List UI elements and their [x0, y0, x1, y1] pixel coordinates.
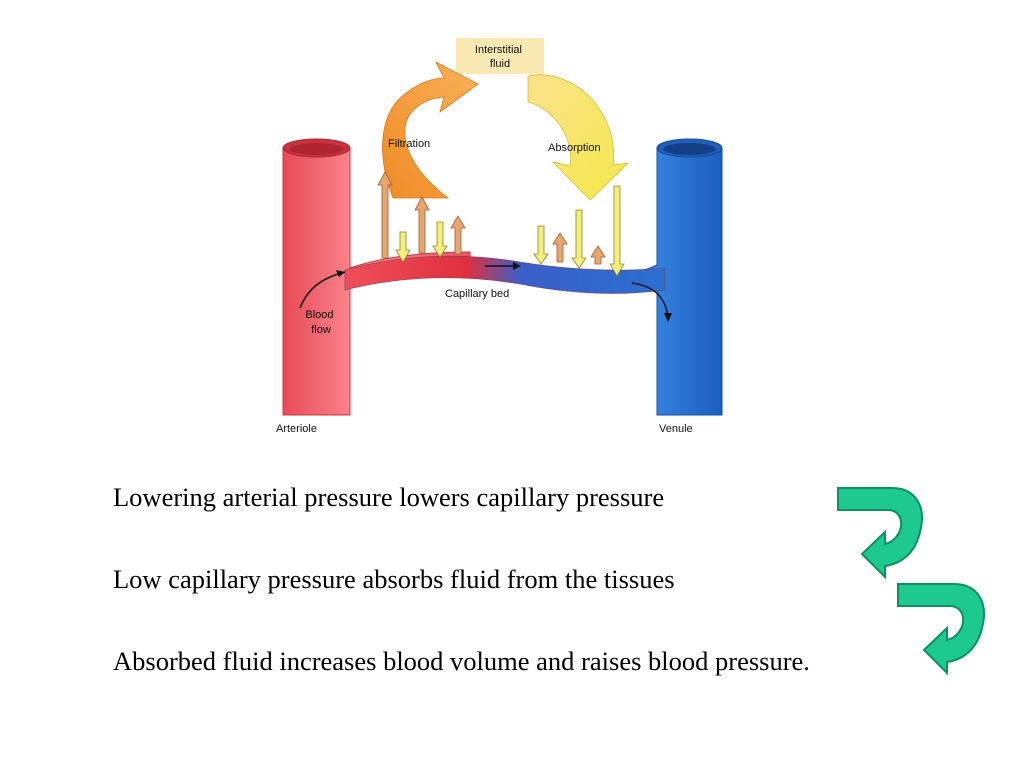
- u-turn-arrow-icon: [837, 487, 923, 580]
- capillary-exchange-diagram: Interstitial fluid Filtration Absorption…: [276, 38, 723, 435]
- absorption-label: Absorption: [548, 142, 601, 154]
- arteriole-label: Arteriole: [276, 423, 317, 435]
- filtration-curved-arrow: [382, 61, 479, 199]
- capillary-bed: [344, 255, 666, 294]
- blood-flow-arrows: [299, 262, 672, 322]
- blood-flow-label: Blood flow: [305, 309, 336, 336]
- capillary-bed-label: Capillary bed: [445, 288, 509, 300]
- statement-1: Lowering arterial pressure lowers capill…: [113, 482, 665, 512]
- interstitial-fluid-label: Interstitial fluid: [475, 44, 525, 70]
- interstitial-fluid-box: [456, 38, 544, 74]
- statement-2: Low capillary pressure absorbs fluid fro…: [113, 564, 675, 594]
- filtration-label: Filtration: [388, 138, 430, 150]
- u-turn-arrow-icon: [897, 583, 985, 676]
- absorption-curved-arrow: [527, 74, 630, 201]
- filtration-arrows: [377, 171, 606, 265]
- statement-3: Absorbed fluid increases blood volume an…: [113, 646, 810, 676]
- venule-label: Venule: [659, 423, 693, 435]
- absorption-arrows: [395, 185, 625, 277]
